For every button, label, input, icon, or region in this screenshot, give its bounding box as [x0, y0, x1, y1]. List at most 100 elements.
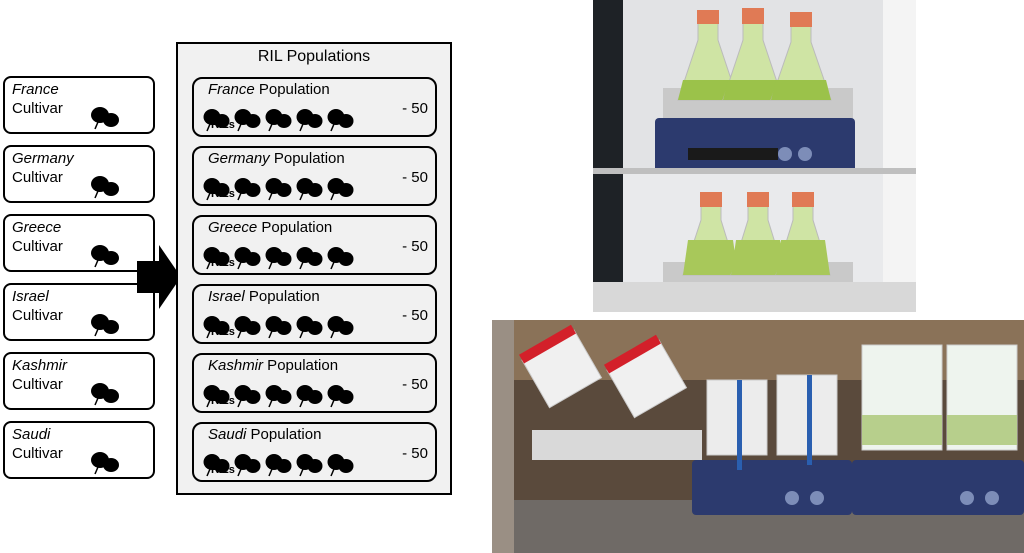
duckweed-icon [91, 107, 119, 130]
population-suffix: Population [257, 219, 333, 236]
cultivar-box-france: France Cultivar [3, 76, 155, 134]
duckweed-icon [91, 383, 119, 406]
ril-plant-icon [265, 385, 292, 408]
ril-label: RILs [211, 257, 235, 269]
duckweed-icon [91, 452, 119, 475]
ril-glyph-row [203, 247, 354, 270]
ril-plant-icon [327, 109, 354, 132]
population-title: Kashmir Population [208, 357, 338, 374]
ril-label: RILs [211, 395, 235, 407]
population-count: - 50 [402, 238, 428, 255]
population-name: Greece [208, 219, 258, 236]
cultivar-name: Greece [12, 219, 62, 236]
population-suffix: Population [254, 81, 330, 98]
ril-plant-icon [327, 454, 354, 477]
ril-glyph-row [203, 316, 354, 339]
population-suffix: Population [244, 288, 320, 305]
cultivar-box-germany: Germany Cultivar [3, 145, 155, 203]
ril-plant-icon [203, 247, 230, 270]
cultivar-label: Cultivar [12, 376, 63, 393]
population-name: Kashmir [208, 357, 264, 374]
arrow-right-icon [137, 245, 181, 309]
population-suffix: Population [263, 357, 339, 374]
ril-plant-icon [203, 316, 230, 339]
cultivar-label: Cultivar [12, 307, 63, 324]
ril-label: RILs [211, 326, 235, 338]
population-box-israel: Israel Population - 50 RILs [192, 284, 437, 344]
tube-racks-photo [492, 320, 1024, 553]
ril-plant-icon [327, 178, 354, 201]
population-name: France [208, 81, 255, 98]
ril-plant-icon [265, 454, 292, 477]
cultivar-box-israel: Israel Cultivar [3, 283, 155, 341]
population-box-greece: Greece Population - 50 RILs [192, 215, 437, 275]
ril-label: RILs [211, 188, 235, 200]
duckweed-icon [91, 176, 119, 199]
ril-plant-icon [234, 178, 261, 201]
duckweed-icon [91, 314, 119, 337]
population-suffix: Population [269, 150, 345, 167]
cultivar-label: Cultivar [12, 169, 63, 186]
ril-plant-icon [296, 454, 323, 477]
population-count: - 50 [402, 100, 428, 117]
ril-plant-icon [234, 385, 261, 408]
ril-plant-icon [234, 109, 261, 132]
population-count: - 50 [402, 307, 428, 324]
cultivar-name: Kashmir [12, 357, 68, 374]
cultivar-label: Cultivar [12, 100, 63, 117]
ril-plant-icon [265, 178, 292, 201]
ril-plant-icon [327, 385, 354, 408]
ril-plant-icon [296, 178, 323, 201]
cultivar-name: Israel [12, 288, 49, 305]
ril-plant-icon [234, 316, 261, 339]
population-title: Greece Population [208, 219, 332, 236]
population-suffix: Population [246, 426, 322, 443]
cultivar-name: Saudi [12, 426, 51, 443]
cultivar-box-greece: Greece Cultivar [3, 214, 155, 272]
ril-populations-panel: RIL Populations France Population - 50 R… [176, 42, 452, 495]
ril-plant-icon [265, 109, 292, 132]
ril-plant-icon [296, 109, 323, 132]
ril-glyph-row [203, 385, 354, 408]
ril-plant-icon [296, 316, 323, 339]
population-box-germany: Germany Population - 50 RILs [192, 146, 437, 206]
population-box-saudi: Saudi Population - 50 RILs [192, 422, 437, 482]
population-name: Saudi [208, 426, 247, 443]
ril-plant-icon [265, 247, 292, 270]
panel-title: RIL Populations [257, 48, 371, 65]
duckweed-icon [91, 245, 119, 268]
ril-glyph-row [203, 109, 354, 132]
cultivar-label: Cultivar [12, 445, 63, 462]
cultivar-box-kashmir: Kashmir Cultivar [3, 352, 155, 410]
population-count: - 50 [402, 445, 428, 462]
cultivar-box-saudi: Saudi Cultivar [3, 421, 155, 479]
population-title: France Population [208, 81, 330, 98]
cultivar-name: Germany [12, 150, 74, 167]
population-box-france: France Population - 50 RILs [192, 77, 437, 137]
population-name: Germany [208, 150, 270, 167]
population-name: Israel [208, 288, 245, 305]
ril-plant-icon [234, 247, 261, 270]
ril-plant-icon [203, 109, 230, 132]
ril-plant-icon [265, 316, 292, 339]
ril-plant-icon [203, 454, 230, 477]
ril-glyph-row [203, 178, 354, 201]
incubator-flasks-photo [593, 0, 916, 312]
ril-plant-icon [296, 247, 323, 270]
ril-plant-icon [296, 385, 323, 408]
ril-plant-icon [327, 316, 354, 339]
population-title: Israel Population [208, 288, 320, 305]
population-title: Germany Population [208, 150, 345, 167]
population-count: - 50 [402, 169, 428, 186]
population-box-kashmir: Kashmir Population - 50 RILs [192, 353, 437, 413]
population-title: Saudi Population [208, 426, 321, 443]
ril-label: RILs [211, 464, 235, 476]
ril-plant-icon [327, 247, 354, 270]
ril-glyph-row [203, 454, 354, 477]
cultivar-label: Cultivar [12, 238, 63, 255]
cultivar-name: France [12, 81, 59, 98]
ril-plant-icon [234, 454, 261, 477]
ril-plant-icon [203, 385, 230, 408]
ril-label: RILs [211, 119, 235, 131]
ril-plant-icon [203, 178, 230, 201]
